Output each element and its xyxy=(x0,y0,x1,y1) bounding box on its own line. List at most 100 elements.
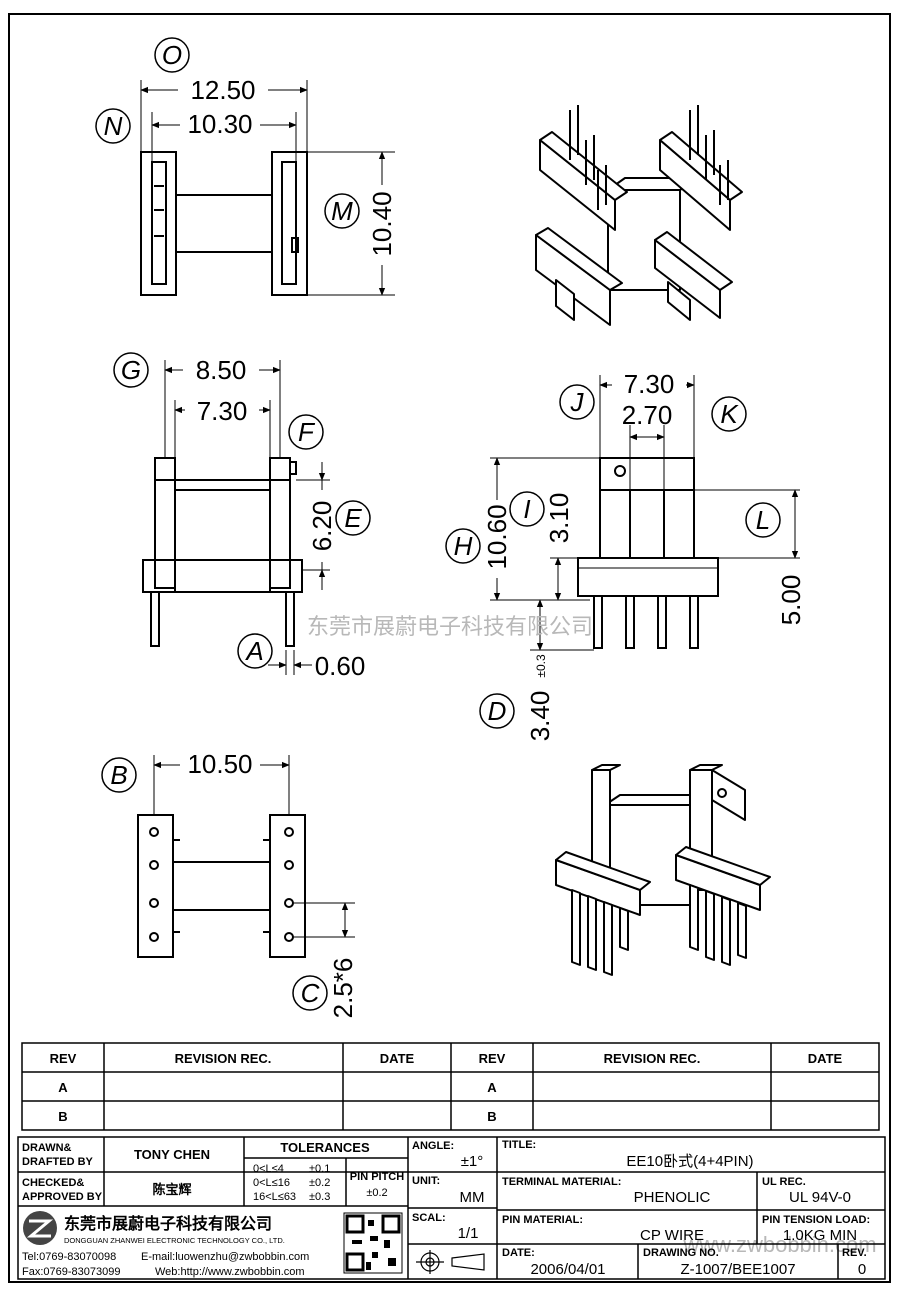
pin-material-value: CP WIRE xyxy=(640,1227,704,1244)
drawn-by-value: TONY CHEN xyxy=(134,1147,210,1162)
svg-text:H: H xyxy=(454,531,473,561)
svg-text:B: B xyxy=(110,760,127,790)
ul-rec-value: UL 94V-0 xyxy=(789,1189,851,1206)
ul-rec-label: UL REC. xyxy=(762,1176,806,1188)
approved-label: APPROVED BY xyxy=(22,1191,103,1203)
dim-bg xyxy=(612,370,686,398)
rev-header-rev-1: REV xyxy=(50,1051,77,1066)
company-email: E-mail:luowenzhu@zwbobbin.com xyxy=(141,1251,309,1263)
tol-range-1: 0<L≤4 xyxy=(253,1163,284,1175)
title-value: EE10卧式(4+4PIN) xyxy=(626,1153,753,1170)
isometric-view-top xyxy=(535,105,743,326)
rev-header-record-1: REVISION REC. xyxy=(175,1051,272,1066)
watermark-company: 东莞市展蔚电子科技有限公司 xyxy=(307,614,593,639)
bubble-K: K xyxy=(711,396,747,432)
svg-text:C: C xyxy=(301,978,320,1008)
tol-range-2: 0<L≤16 xyxy=(253,1177,290,1189)
company-name-cn: 东莞市展蔚电子科技有限公司 xyxy=(64,1214,272,1233)
title-label: TITLE: xyxy=(502,1139,536,1151)
drawn-label: DRAWN& xyxy=(22,1142,72,1154)
svg-text:D: D xyxy=(488,696,507,726)
dim-top-outer-width: 12.50 xyxy=(190,75,255,105)
svg-text:M: M xyxy=(331,196,353,226)
bubble-B: B xyxy=(101,757,137,793)
dim-side-width: 7.30 xyxy=(624,369,675,399)
pin-tension-value: 1.0KG MIN xyxy=(783,1227,857,1244)
rev-row-a-left: A xyxy=(58,1080,68,1095)
svg-text:A: A xyxy=(244,636,263,666)
bubble-G: G xyxy=(113,352,149,388)
bubble-J: J xyxy=(559,384,595,420)
dim-front-outer-width: 8.50 xyxy=(196,355,247,385)
dim-side-pin-span: 5.00 xyxy=(776,575,806,626)
unit-value: MM xyxy=(460,1189,485,1206)
qr-code-icon xyxy=(343,1212,403,1274)
rev-header-rev-2: REV xyxy=(479,1051,506,1066)
dim-front-flange-gap: 6.20 xyxy=(307,501,337,552)
rev-header-date-2: DATE xyxy=(808,1051,843,1066)
dim-bg xyxy=(308,490,336,562)
dim-top-height: 10.40 xyxy=(367,191,397,256)
rev-row-b-left: B xyxy=(58,1109,67,1124)
svg-text:L: L xyxy=(756,505,770,535)
bubble-I: I xyxy=(509,491,545,527)
bubble-N: N xyxy=(95,108,131,144)
company-logo-icon xyxy=(23,1211,57,1245)
unit-label: UNIT: xyxy=(412,1175,440,1187)
dim-bg xyxy=(483,500,511,578)
svg-text:I: I xyxy=(523,494,530,524)
bubble-L: L xyxy=(745,502,781,538)
terminal-material-value: PHENOLIC xyxy=(634,1189,711,1206)
bubble-D: D xyxy=(479,693,515,729)
bubble-F: F xyxy=(288,414,324,450)
rev-row-a-right: A xyxy=(487,1080,497,1095)
checked-label: CHECKED& xyxy=(22,1177,84,1189)
svg-text:J: J xyxy=(570,387,585,417)
tol-value-3: ±0.3 xyxy=(309,1191,330,1203)
dim-top-inner-width: 10.30 xyxy=(187,109,252,139)
approved-by-value: 陈宝辉 xyxy=(152,1182,191,1197)
dim-side-pin-length: 3.40 xyxy=(525,691,555,742)
angle-value: ±1° xyxy=(461,1153,484,1170)
terminal-material-label: TERMINAL MATERIAL: xyxy=(502,1176,621,1188)
dim-bg xyxy=(545,490,573,550)
bubble-H: H xyxy=(445,528,481,564)
dim-bg xyxy=(178,75,268,103)
dim-side-inner: 3.10 xyxy=(544,493,574,544)
dim-bg xyxy=(368,185,396,265)
svg-text:E: E xyxy=(344,503,362,533)
svg-text:F: F xyxy=(298,417,316,447)
dim-bottom-pitch: 2.5*6 xyxy=(328,958,358,1019)
svg-text:O: O xyxy=(162,40,182,70)
dim-side-height: 10.60 xyxy=(482,504,512,569)
revision-table xyxy=(21,1042,880,1131)
pin-pitch-value: ±0.2 xyxy=(366,1187,387,1199)
rev-value: 0 xyxy=(858,1261,866,1278)
tol-range-3: 16<L≤63 xyxy=(253,1191,296,1203)
bottom-view xyxy=(137,755,355,958)
bubble-C: C xyxy=(292,975,328,1011)
dim-bg xyxy=(180,110,260,138)
dim-bottom-row-span: 10.50 xyxy=(187,749,252,779)
bubble-M: M xyxy=(324,193,360,229)
company-tel: Tel:0769-83070098 xyxy=(22,1251,116,1263)
angle-label: ANGLE: xyxy=(412,1140,454,1152)
company-fax: Fax:0769-83073099 xyxy=(22,1266,120,1278)
sheet-border xyxy=(8,13,891,1283)
svg-text:G: G xyxy=(121,355,141,385)
dim-bg xyxy=(185,397,259,425)
projection-symbol-icon xyxy=(416,1250,485,1274)
tol-value-2: ±0.2 xyxy=(309,1177,330,1189)
date-value: 2006/04/01 xyxy=(530,1261,605,1278)
drafted-label: DRAFTED BY xyxy=(22,1156,94,1168)
pin-material-label: PIN MATERIAL: xyxy=(502,1214,583,1226)
drawing-no-value: Z-1007/BEE1007 xyxy=(680,1261,795,1278)
rev-header-date-1: DATE xyxy=(380,1051,415,1066)
top-view xyxy=(140,80,395,296)
pin-tension-label: PIN TENSION LOAD: xyxy=(762,1214,870,1226)
date-label: DATE: xyxy=(502,1247,535,1259)
dim-bg xyxy=(183,356,259,384)
rev-header-record-2: REVISION REC. xyxy=(604,1051,701,1066)
dim-side-slot: 2.70 xyxy=(622,400,673,430)
